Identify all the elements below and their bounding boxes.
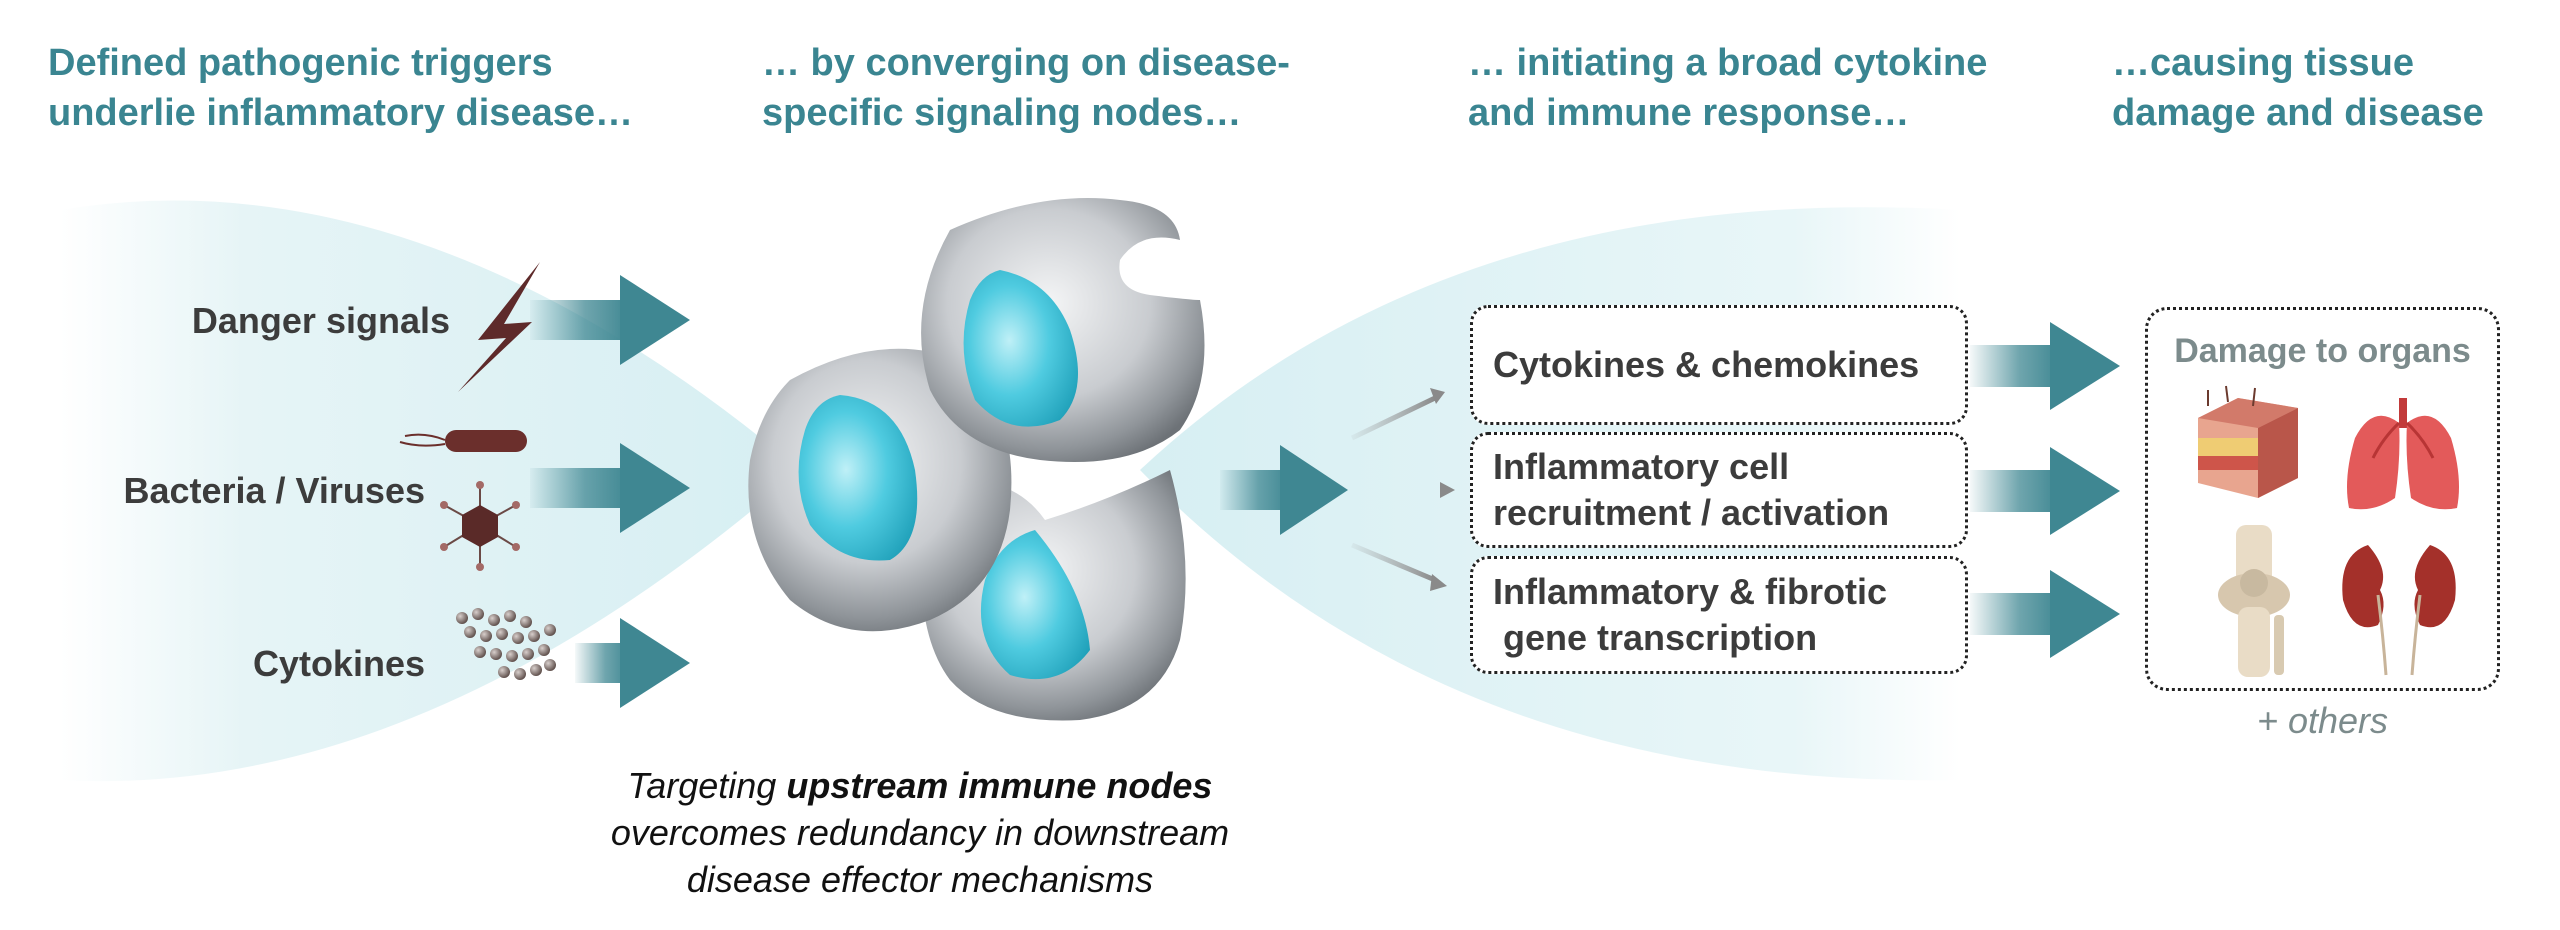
response-arrow-1 (1970, 322, 2120, 410)
caption-line1: Targeting upstream immune nodes (600, 762, 1240, 809)
response-arrow-3 (1970, 570, 2120, 658)
caption-line2: overcomes redundancy in downstream (610, 812, 1230, 853)
fan-arrows (1350, 388, 1455, 591)
caption-bold: upstream immune nodes (786, 765, 1213, 806)
header-response-line1: … initiating a broad cytokine (1468, 42, 1988, 84)
caption: Targeting upstream immune nodes overcome… (600, 762, 1240, 903)
header-damage-line2: damage and disease (2112, 92, 2484, 134)
header-triggers-line1: Defined pathogenic triggers (48, 42, 553, 84)
immune-cells-icon (748, 198, 1205, 721)
trigger-label-bacteria: Bacteria / Viruses (123, 470, 425, 511)
bacterium-icon (399, 430, 527, 452)
caption-line3: disease effector mechanisms (686, 859, 1154, 900)
left-glow (60, 200, 800, 782)
header-response: … initiating a broad cytokine and immune… (1468, 38, 1987, 138)
cytokine-particles-icon (456, 608, 556, 680)
organs-others: + others (2256, 700, 2389, 741)
skin-tissue-icon (2198, 385, 2298, 498)
response-box-transcription: Inflammatory & fibrotic gene transcripti… (1470, 556, 1968, 674)
response-box-cytokines: Cytokines & chemokines (1470, 305, 1968, 425)
header-signaling-line2: specific signaling nodes… (762, 92, 1242, 134)
trigger-arrow-3 (575, 618, 690, 708)
response-arrow-2 (1970, 447, 2120, 535)
response-box-cytokines-line1: Cytokines & chemokines (1493, 344, 1920, 385)
header-triggers: Defined pathogenic triggers underlie inf… (48, 38, 633, 138)
trigger-label-danger: Danger signals (191, 300, 450, 341)
header-response-line2: and immune response… (1468, 92, 1910, 134)
header-damage-line1: …causing tissue (2112, 42, 2414, 84)
header-signaling-line1: … by converging on disease- (762, 42, 1290, 84)
trigger-arrow-1 (530, 275, 690, 365)
response-box-recruitment-line2: recruitment / activation (1493, 492, 1890, 533)
organs-graphics (2198, 385, 2459, 677)
header-triggers-line2: underlie inflammatory disease… (48, 92, 633, 134)
caption-pre: Targeting (627, 765, 787, 806)
central-arrow (1220, 445, 1348, 535)
organs-box: Damage to organs (2145, 307, 2500, 691)
knee-joint-icon (2218, 525, 2290, 677)
trigger-label-cytokines: Cytokines (252, 643, 425, 684)
response-box-recruitment-line1: Inflammatory cell (1493, 446, 1790, 487)
header-damage: …causing tissue damage and disease (2112, 38, 2484, 138)
lightning-bolt-icon (458, 262, 540, 392)
kidneys-icon (2342, 545, 2456, 676)
virus-icon (440, 481, 520, 571)
response-box-transcription-line2: gene transcription (1493, 617, 1818, 658)
lungs-icon (2347, 398, 2459, 510)
response-box-recruitment: Inflammatory cell recruitment / activati… (1470, 432, 1968, 548)
organs-title: Damage to organs (2174, 332, 2471, 370)
header-signaling: … by converging on disease- specific sig… (762, 38, 1290, 138)
trigger-arrow-2 (530, 443, 690, 533)
response-box-transcription-line1: Inflammatory & fibrotic (1493, 571, 1888, 612)
